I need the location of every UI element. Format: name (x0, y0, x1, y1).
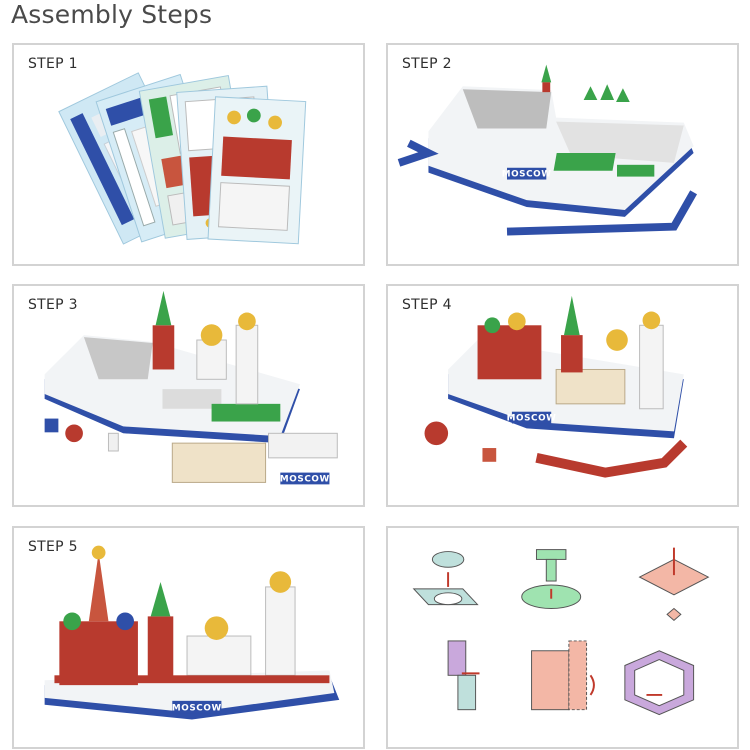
dome-icon (186, 571, 296, 676)
step-4-panel: STEP 4 MOSCOW (386, 284, 739, 507)
cross-slot-joint (638, 547, 710, 621)
corner-slot-joint (531, 640, 595, 711)
model-base-icon (44, 335, 300, 444)
round-slot-joint (412, 551, 479, 606)
tower-icon (152, 290, 175, 370)
dome-icon (196, 312, 259, 405)
tower-icon (561, 295, 583, 373)
step-2-panel: STEP 2 MOSCOW (386, 43, 739, 266)
cathedral-icon (59, 545, 138, 686)
step-1-label: STEP 1 (28, 56, 78, 72)
tower-icon (541, 64, 552, 93)
model-base-icon: MOSCOW (397, 86, 698, 236)
base-assembly-illustration: MOSCOW (397, 64, 698, 236)
step-2-label: STEP 2 (402, 56, 452, 72)
punch-out-sheets-illustration (58, 72, 307, 245)
sheet-stack-icon (58, 72, 307, 245)
step-5-label: STEP 5 (28, 539, 78, 555)
model-base-icon: MOSCOW (448, 312, 684, 439)
step-3-label: STEP 3 (28, 297, 78, 313)
hook-joint (447, 640, 480, 711)
joint-diagrams-panel (386, 526, 739, 749)
kremlin-wall (54, 675, 330, 684)
moscow-sign: MOSCOW (507, 414, 557, 424)
step-3-panel: STEP 3 MOSCOW (12, 284, 365, 507)
finished-model-illustration: MOSCOW (44, 545, 340, 720)
tree-icon (583, 84, 630, 102)
tower-icon (147, 582, 174, 681)
moscow-sign: MOSCOW (502, 170, 552, 180)
loose-pieces-icon: MOSCOW (44, 418, 338, 484)
moscow-sign: MOSCOW (172, 704, 222, 714)
moscow-sign: MOSCOW (280, 474, 330, 484)
loose-pieces-icon (424, 421, 688, 478)
joint-diagram-icon (412, 547, 710, 716)
dome-icon (606, 311, 664, 410)
box-corner-joint (624, 650, 695, 716)
detail-assembly-illustration: MOSCOW (424, 295, 688, 478)
buildings-assembly-illustration: MOSCOW (44, 290, 338, 484)
step-4-label: STEP 4 (402, 297, 452, 313)
step-1-panel: STEP 1 (12, 43, 365, 266)
page-title: Assembly Steps (11, 0, 213, 29)
step-5-panel: STEP 5 MOSCOW (12, 526, 365, 749)
t-tab-joint (521, 549, 582, 610)
